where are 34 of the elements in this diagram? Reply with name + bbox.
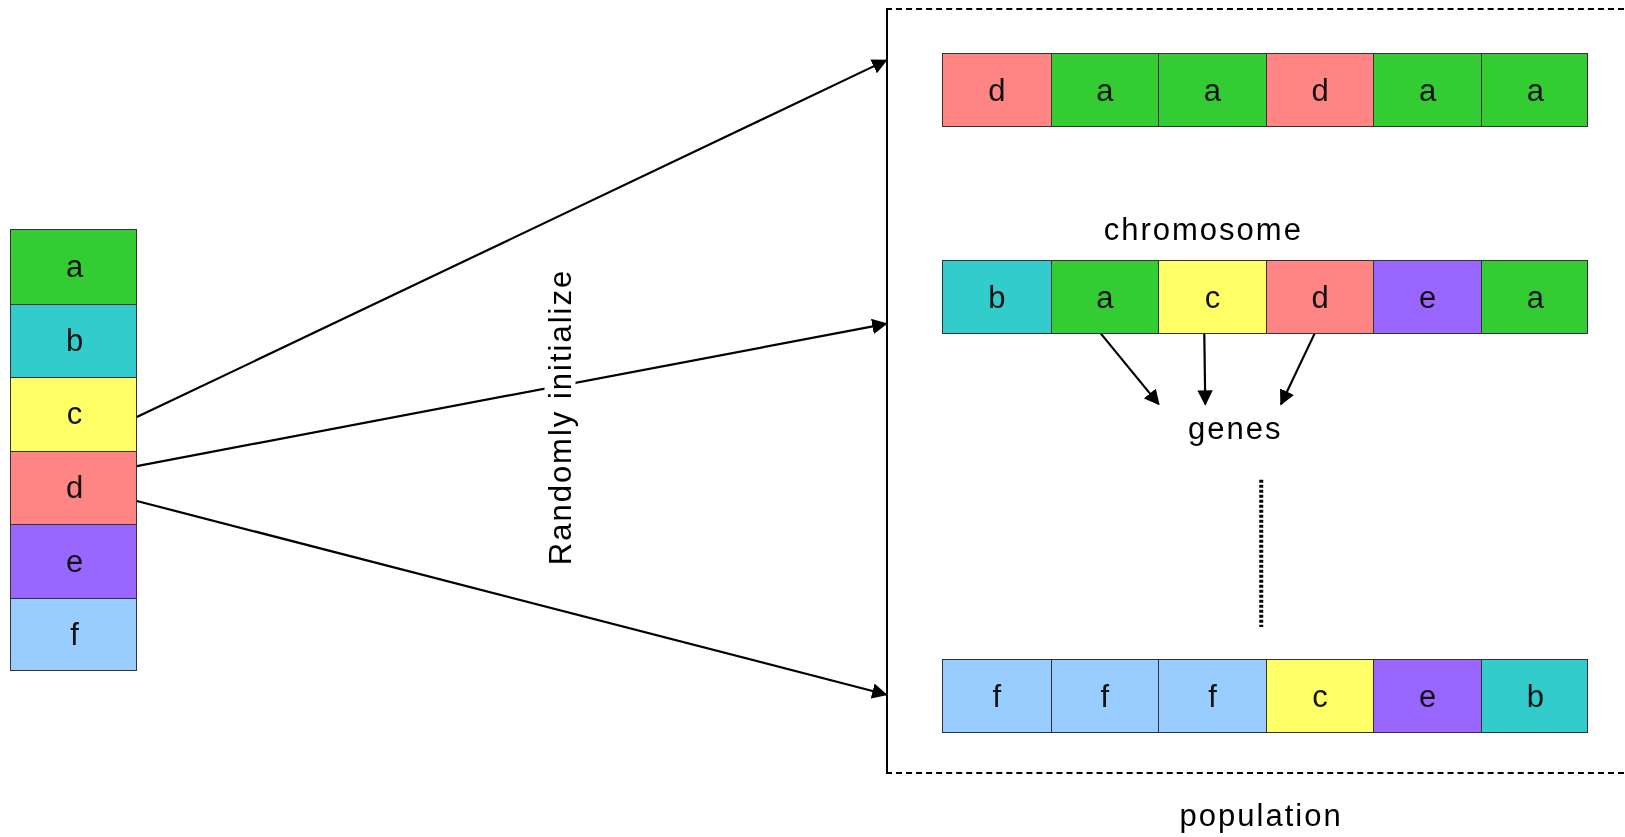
gene-cell: a: [1373, 53, 1481, 127]
gene-cell: b: [11, 303, 136, 378]
gene-pool-column: [10, 229, 137, 671]
genes-label: genes: [1142, 406, 1329, 452]
gene-cell: a: [1050, 53, 1159, 127]
gene-cell: b: [1481, 660, 1587, 732]
arrow: [136, 499, 888, 699]
gene-cell: f: [11, 597, 136, 670]
gene-cell: e: [11, 524, 136, 598]
gene-cell: e: [1373, 261, 1481, 333]
gene-cell: b: [942, 261, 1051, 333]
chromosome-bar: [941, 52, 1588, 128]
chromosome-bar: [941, 659, 1588, 733]
gene-cell: a: [11, 230, 136, 304]
gene-cell: f: [1050, 660, 1159, 732]
gene-cell: e: [1373, 660, 1481, 732]
gene-cell: d: [1265, 261, 1374, 333]
arrow: [136, 318, 888, 468]
chromosome-bar: [941, 260, 1588, 334]
gene-cell: a: [1481, 261, 1587, 333]
gene-cell: d: [942, 53, 1051, 127]
gene-cell: c: [1158, 261, 1266, 333]
gene-cell: f: [1158, 660, 1266, 732]
row-caption: chromosome: [1103, 212, 1303, 249]
gene-cell: c: [1265, 660, 1374, 732]
gene-cell: c: [11, 377, 136, 451]
arrow: [136, 59, 888, 419]
gene-cell: a: [1050, 261, 1159, 333]
gene-cell: d: [1265, 53, 1374, 127]
gene-cell: a: [1158, 53, 1266, 127]
frame-title: population: [1178, 798, 1344, 835]
gene-cell: d: [11, 450, 136, 525]
gene-cell: f: [942, 660, 1051, 732]
gene-cell: a: [1481, 53, 1587, 127]
